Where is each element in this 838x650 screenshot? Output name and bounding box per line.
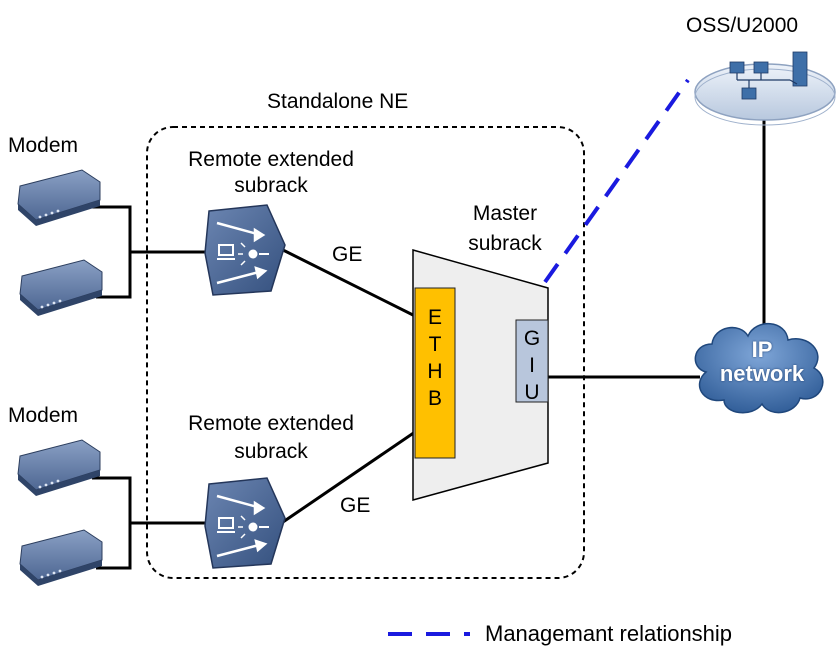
remote-subrack-icon — [204, 477, 286, 569]
ip-network-cloud-icon — [694, 322, 824, 414]
master-subrack-label: Master subrack — [450, 202, 560, 256]
remote-subrack-top-label: Remote extended subrack — [160, 148, 382, 198]
giu-letter: I — [529, 354, 535, 377]
ge-link-top — [282, 248, 416, 318]
remote-subrack-top-line2: subrack — [234, 174, 308, 197]
modem-icon — [17, 169, 101, 226]
ge-top-label: GE — [332, 243, 363, 266]
ge-bottom-label: GE — [340, 494, 371, 517]
giu-board-label: G I U — [516, 325, 548, 406]
remote-subrack-icon — [204, 204, 286, 296]
modem-top-label: Modem — [8, 134, 79, 157]
oss-server-icon — [694, 51, 836, 126]
ethb-board — [414, 287, 456, 459]
remote-subrack-bottom-line2: subrack — [234, 440, 308, 463]
giu-letter: U — [524, 381, 540, 404]
modem-bottom-wiring — [92, 476, 206, 570]
remote-subrack-top-line1: Remote extended — [188, 148, 354, 171]
management-line — [543, 78, 690, 284]
ethb-letter: E — [427, 306, 442, 329]
remote-subrack-bottom-label: Remote extended subrack — [160, 412, 382, 464]
modem-icon — [17, 439, 101, 496]
oss-label: OSS/U2000 — [686, 14, 799, 37]
remote-subrack-bottom-line1: Remote extended — [188, 412, 354, 435]
ip-network-line2: network — [719, 361, 805, 386]
modem-bottom-label: Modem — [8, 404, 79, 427]
standalone-ne-boundary — [146, 126, 585, 579]
master-subrack-line2: subrack — [468, 232, 542, 255]
master-subrack-line1: Master — [472, 202, 538, 225]
modem-icon — [19, 259, 103, 316]
ip-network-line1: IP — [751, 337, 773, 362]
modem-top-wiring — [88, 205, 207, 299]
ethb-letter: T — [428, 333, 442, 356]
ethb-letter: B — [427, 387, 442, 410]
ethb-letter: H — [427, 360, 443, 383]
giu-letter: G — [523, 327, 541, 350]
standalone-ne-label: Standalone NE — [267, 90, 409, 113]
legend-label: Managemant relationship — [485, 621, 733, 646]
ip-network-label: IP network — [700, 338, 824, 386]
giu-board — [515, 319, 549, 403]
ge-link-bottom — [282, 430, 416, 524]
ethb-board-label: E T H B — [415, 304, 455, 412]
modem-icon — [19, 529, 103, 586]
